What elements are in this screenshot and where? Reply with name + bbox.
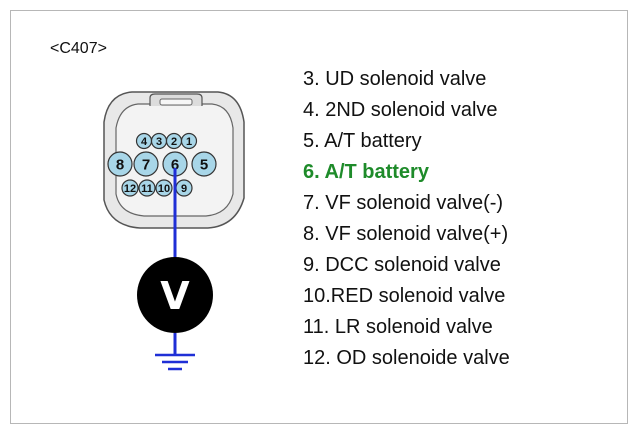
latch-slot [159, 98, 193, 106]
pin-row-bottom: 12 11 10 9 [121, 179, 193, 197]
pin-label-1: 1 [186, 136, 192, 148]
pin-label-12: 12 [124, 183, 136, 195]
pin-label-3: 3 [156, 136, 162, 148]
pin-1 [180, 132, 198, 150]
pin-label-9: 9 [181, 183, 187, 195]
pin-list-item-highlighted: 6. A/T battery [303, 161, 429, 183]
diagram-frame [10, 10, 628, 424]
voltmeter-label: V [160, 274, 190, 318]
pin-7 [133, 151, 159, 177]
pin-label-2: 2 [171, 136, 177, 148]
pin-list-item: 7. VF solenoid valve(-) [303, 192, 504, 214]
pin-label-8: 8 [116, 156, 124, 173]
pin-list-item: 9. DCC solenoid valve [303, 254, 501, 276]
pin-list-item: 10.RED solenoid valve [303, 285, 506, 307]
connector-id-label: <C407> [50, 40, 107, 57]
pin-label-5: 5 [200, 156, 208, 173]
pin-list-item: 3. UD solenoid valve [303, 68, 487, 90]
pin-list-item: 12. OD solenoide valve [303, 347, 510, 369]
pin-label-7: 7 [142, 156, 150, 173]
pin-list-item: 5. A/T battery [303, 130, 422, 152]
pin-list-item: 4. 2ND solenoid valve [303, 99, 498, 121]
pin-10 [155, 179, 173, 197]
pin-list-item: 8. VF solenoid valve(+) [303, 223, 509, 245]
pin-list-item: 11. LR solenoid valve [303, 316, 493, 338]
pin-label-11: 11 [141, 183, 153, 195]
pin-5 [191, 151, 217, 177]
pin-12 [121, 179, 139, 197]
pin-11 [138, 179, 156, 197]
pin-label-6: 6 [171, 156, 179, 173]
ground-icon [155, 353, 195, 371]
pin-label-4: 4 [141, 136, 148, 148]
pin-8 [107, 151, 133, 177]
voltmeter-symbol [137, 257, 213, 333]
pin-function-list: 3. UD solenoid valve 4. 2ND solenoid valv… [303, 64, 510, 374]
pin-row-middle: 8 7 6 5 [107, 151, 217, 177]
pin-label-10: 10 [158, 183, 170, 195]
